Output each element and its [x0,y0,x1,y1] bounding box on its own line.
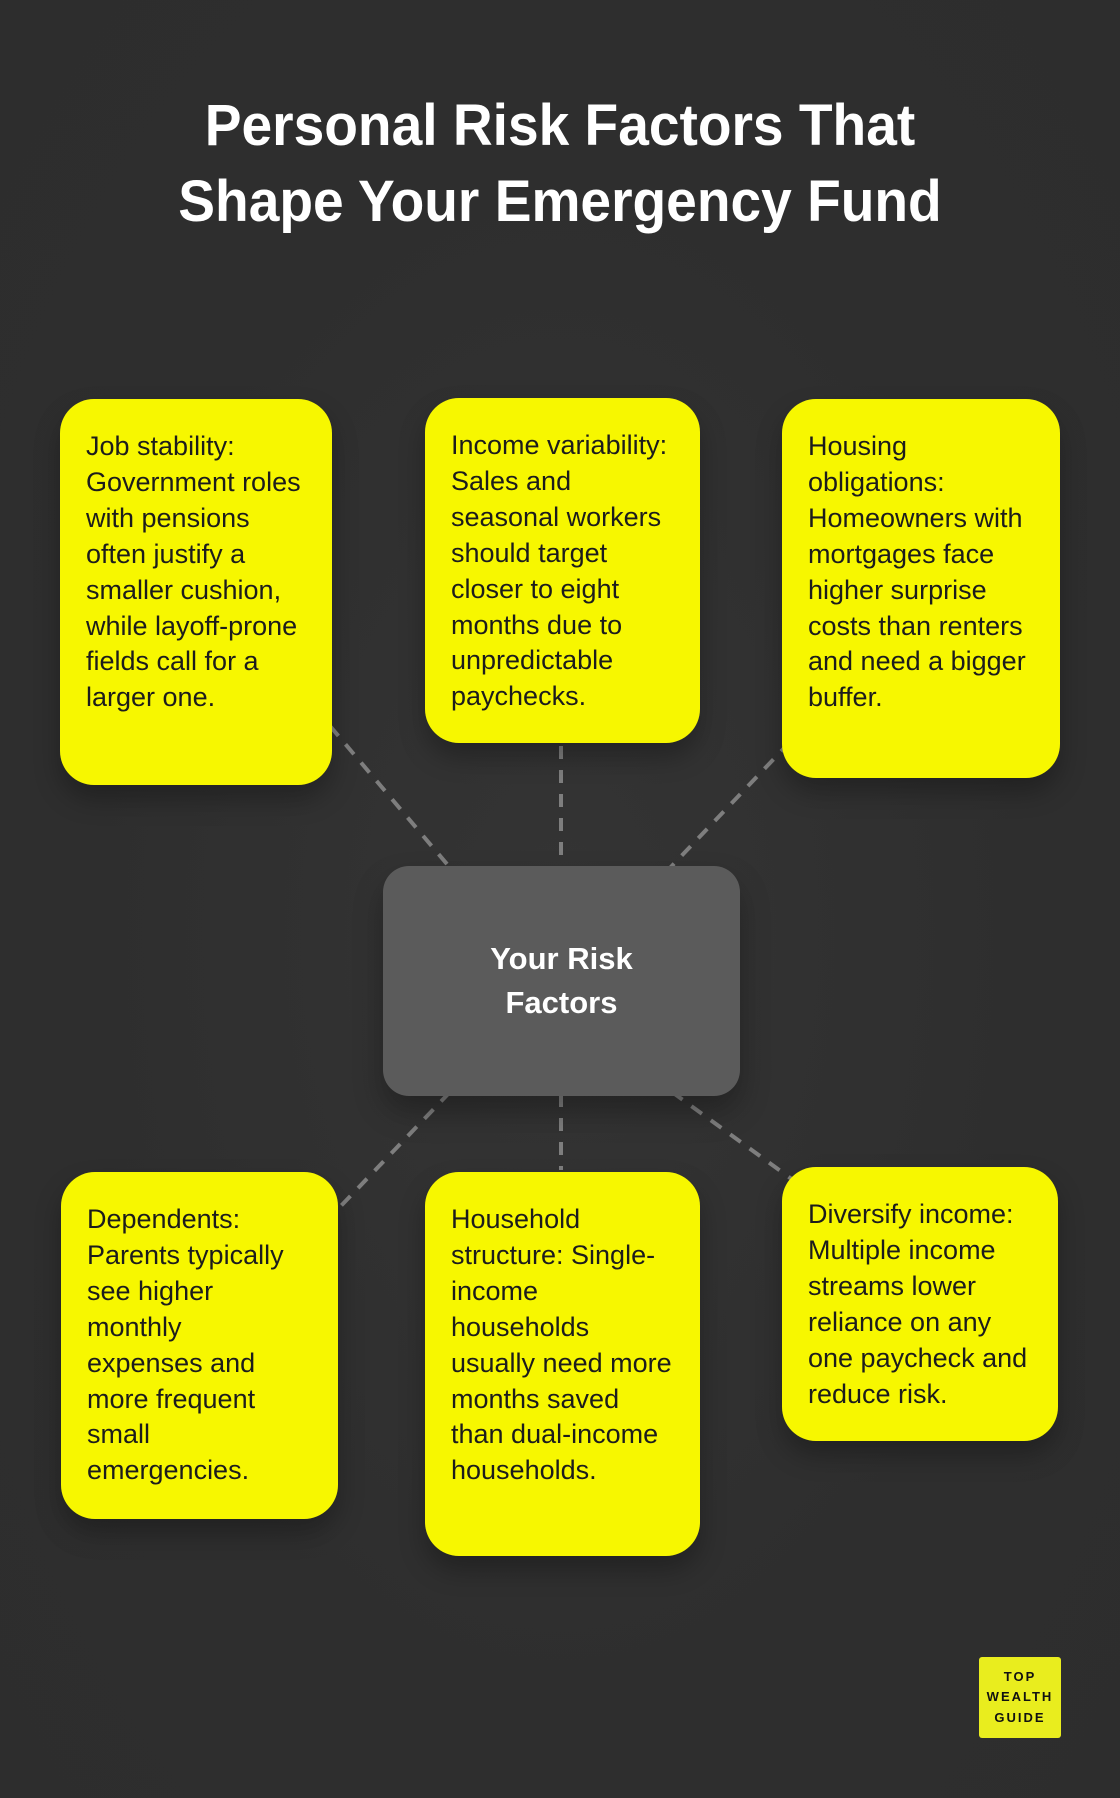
center-node-label: Your Risk Factors [490,940,633,1020]
card-household-structure: Household structure: Single-income house… [425,1172,700,1556]
card-household-structure-text: Household structure: Single-income house… [451,1204,672,1486]
brand-logo-line-1: TOP [1003,1669,1037,1685]
page-title-line-2: Shape Your Emergency Fund [178,168,942,234]
card-housing-obligations-text: Housing obligations: Homeowners with mor… [808,431,1026,713]
card-diversify-income: Diversify income: Multiple income stream… [782,1167,1058,1441]
brand-logo-line-2: WEALTH [986,1689,1054,1705]
page-title-line-1: Personal Risk Factors That [204,93,916,158]
card-dependents: Dependents: Parents typically see higher… [61,1172,338,1519]
card-income-variability-text: Income variability: Sales and seasonal w… [451,430,668,712]
brand-logo: TOP WEALTH GUIDE [979,1657,1061,1738]
card-income-variability: Income variability: Sales and seasonal w… [425,398,700,743]
card-job-stability: Job stability: Government roles with pen… [60,399,332,785]
card-job-stability-text: Job stability: Government roles with pen… [86,431,301,713]
card-dependents-text: Dependents: Parents typically see higher… [87,1204,284,1486]
connector-housing-obligations [666,740,792,872]
page-title: Personal Risk Factors That Shape Your Em… [28,88,1092,240]
card-housing-obligations: Housing obligations: Homeowners with mor… [782,399,1060,778]
card-diversify-income-text: Diversify income: Multiple income stream… [808,1199,1028,1409]
connector-dependents [336,1090,452,1211]
connector-diversify-income [670,1090,795,1182]
center-node: Your Risk Factors [383,866,740,1096]
brand-logo-line-3: GUIDE [994,1709,1046,1725]
connector-job-stability [328,724,454,872]
